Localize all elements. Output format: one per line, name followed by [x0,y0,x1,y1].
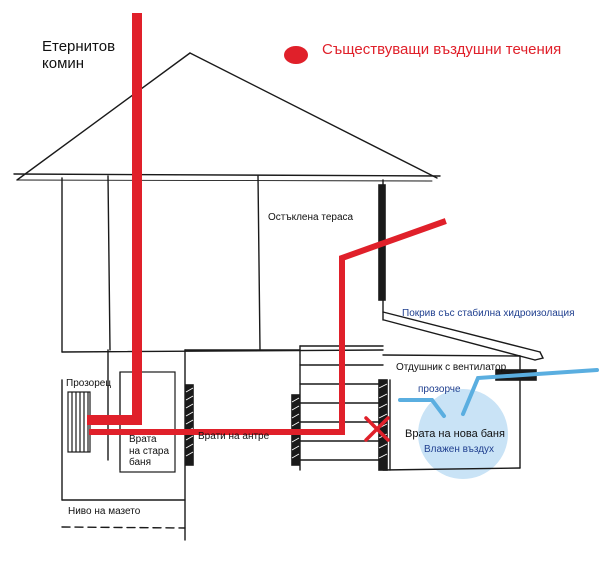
vent-fan-label: Отдушник с вентилатор [396,362,507,373]
new-bath-door-label: Врата на нова баня [405,428,505,440]
humid-air-label: Влажен въздух [424,444,495,455]
annex-roof [382,311,541,353]
airflow-paths [87,13,447,435]
small-window-label: прозорче [418,384,461,395]
roof-insulation-label: Покрив със стабилна хидроизолация [402,308,575,319]
window-frame [67,391,91,453]
old-bath-door-label: Врата на стара баня [129,434,170,468]
chimney-label: Етернитов комин [42,38,116,73]
fresh-air-flow [398,368,599,418]
blocked-mark [364,416,390,442]
roof-right-slope [189,52,438,179]
window-label: Прозорец [66,378,112,389]
house-outline [13,52,545,541]
floor-level-label: Ниво на мазето [68,506,141,517]
hall-door-label: Врати на антре [198,431,270,442]
chimney-airflow [87,13,142,425]
eave-line [13,173,441,177]
legend-label: Съществуващи въздушни течения [322,41,562,58]
roof-left-slope [16,52,191,181]
terrace-label: Остъклена тераса [268,212,354,223]
legend-dot [284,46,308,64]
main-airflow [89,218,447,435]
